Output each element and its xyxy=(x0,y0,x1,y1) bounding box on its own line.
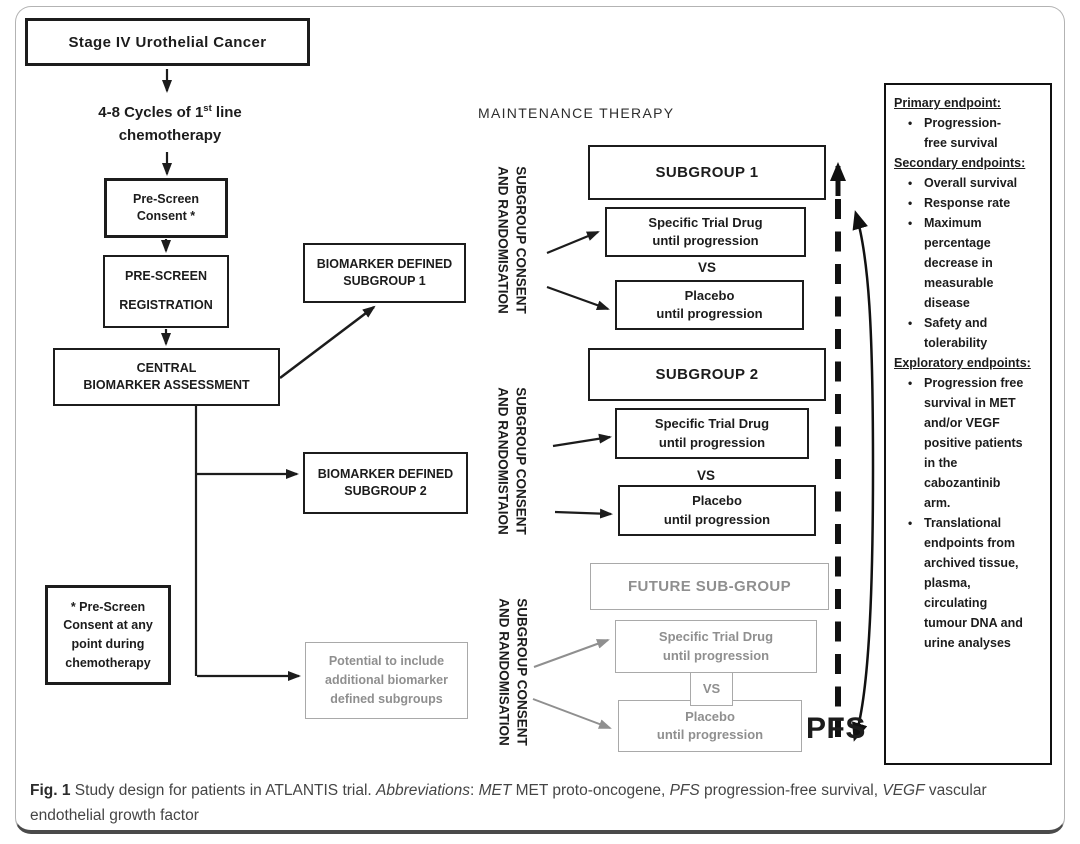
future-drug-box: Specific Trial Drug until progression xyxy=(615,620,817,673)
stage-label: Stage IV Urothelial Cancer xyxy=(68,33,267,51)
registration-box: PRE-SCREEN REGISTRATION xyxy=(103,255,229,328)
caption-body: Study design for patients in ATLANTIS tr… xyxy=(74,782,372,799)
caption-abbreviations-label: Abbreviations xyxy=(376,782,470,799)
arrow-sg1-drug xyxy=(546,230,600,255)
sg1-drug-line2: until progression xyxy=(652,233,759,248)
prescreen-consent-box: Pre-Screen Consent * xyxy=(104,178,228,238)
prescreen-consent-line2: Consent * xyxy=(136,209,196,223)
prescreen-note-box: * Pre-Screen Consent at any point during… xyxy=(45,585,171,685)
endpoint-item: Maximum percentage decrease in measurabl… xyxy=(894,213,1046,313)
biomarker-subgroup1-box: BIOMARKER DEFINED SUBGROUP 1 xyxy=(303,243,466,303)
chemo-line1: 4-8 Cycles of 1st line xyxy=(98,103,242,121)
rot1-line1: SUBGROUP CONSENT xyxy=(513,166,529,314)
subgroup2-placebo-box: Placebo until progression xyxy=(618,485,816,536)
chemo-line2: chemotherapy xyxy=(118,127,222,145)
caption-fig-label: Fig. 1 xyxy=(30,782,71,799)
subgroup1-placebo-box: Placebo until progression xyxy=(615,280,804,330)
sg2-drug-line1: Specific Trial Drug xyxy=(654,416,770,432)
future-drug-line1: Specific Trial Drug xyxy=(658,629,774,645)
caption-vegf-abbr: VEGF xyxy=(882,782,925,799)
future-vs-box: VS xyxy=(690,672,733,706)
subgroup1-drug-box: Specific Trial Drug until progression xyxy=(605,207,806,257)
sg1-drug-line1: Specific Trial Drug xyxy=(648,214,763,230)
endpoint-item: Safety and tolerability xyxy=(894,313,1046,353)
arrow-sg1-placebo xyxy=(546,285,610,311)
endpoint-item: Response rate xyxy=(894,193,1046,213)
bds2-line1: BIOMARKER DEFINED xyxy=(317,466,454,481)
future-placebo-box: Placebo until progression xyxy=(618,700,802,752)
bds1-line1: BIOMARKER DEFINED xyxy=(316,256,453,271)
sg1-placebo-line2: until progression xyxy=(656,306,763,321)
exploratory-endpoints-heading: Exploratory endpoints: xyxy=(894,356,1031,370)
sg2-drug-line2: until progression xyxy=(658,434,766,450)
sg2-vs-label: VS xyxy=(697,468,716,483)
arrow-future-placebo xyxy=(532,698,612,729)
endpoint-item: Progression-free survival xyxy=(894,113,1046,153)
subgroup2-drug-box: Specific Trial Drug until progression xyxy=(615,408,809,459)
subgroup2-title-box: SUBGROUP 2 xyxy=(588,348,826,401)
endpoint-item: Translational endpoints from archived ti… xyxy=(894,513,1046,653)
central-line2: BIOMARKER ASSESSMENT xyxy=(83,378,250,392)
maintenance-therapy-title: MAINTENANCE THERAPY xyxy=(478,105,675,121)
chemo-text: 4-8 Cycles of 1st line chemotherapy xyxy=(75,101,265,148)
endpoint-item: Overall survival xyxy=(894,173,1046,193)
caption-met-abbr: MET xyxy=(478,782,512,799)
rot1-line2: AND RANDOMISATION xyxy=(496,166,511,314)
future-subgroup-title-box: FUTURE SUB-GROUP xyxy=(590,563,829,610)
caption-met-def: MET proto-oncogene, xyxy=(515,782,666,799)
endpoints-panel: Primary endpoint: Progression-free survi… xyxy=(884,83,1052,765)
bds1-line2: SUBGROUP 1 xyxy=(343,274,426,288)
arrow-central-to-subgroup1 xyxy=(279,305,376,379)
caption-colon: : xyxy=(469,782,475,799)
caption-vegf-def: vascular endothelial growth factor xyxy=(30,782,987,824)
caption-pfs-def: progression-free survival, xyxy=(704,782,879,799)
brace-arrow xyxy=(852,210,875,742)
sg2-placebo-line2: until progression xyxy=(663,511,771,527)
rot2-line2: AND RANDOMISTAION xyxy=(496,387,511,535)
rotated-label-randomisation-3: SUBGROUP CONSENT AND RANDOMISATION xyxy=(495,598,530,746)
sg1-vs-label: VS xyxy=(698,260,717,275)
sg2-placebo-line1: Placebo xyxy=(692,493,742,509)
future-placebo-line2: until progression xyxy=(656,727,764,742)
caption-pfs-abbr: PFS xyxy=(669,782,700,799)
registration-line2: REGISTRATION xyxy=(119,298,213,313)
rot3-line1: SUBGROUP CONSENT xyxy=(514,598,530,746)
figure-frame xyxy=(15,6,1065,834)
rot2-line1: SUBGROUP CONSENT xyxy=(513,387,529,535)
arrow-future-drug xyxy=(533,639,610,668)
secondary-endpoints-heading: Secondary endpoints: xyxy=(894,156,1026,170)
primary-endpoint-heading: Primary endpoint: xyxy=(894,96,1001,110)
arrow-sg2-drug xyxy=(552,433,612,448)
future-drug-line2: until progression xyxy=(662,647,770,663)
central-line1: CENTRAL xyxy=(136,360,197,375)
registration-line1: PRE-SCREEN xyxy=(125,269,207,284)
stage-box: Stage IV Urothelial Cancer xyxy=(25,18,310,66)
potential-subgroups-text: Potential to include additional biomarke… xyxy=(325,654,448,706)
chemo-superscript: st xyxy=(203,103,212,114)
central-biomarker-box: CENTRAL BIOMARKER ASSESSMENT xyxy=(53,348,280,406)
prescreen-note-text: * Pre-Screen Consent at any point during… xyxy=(63,599,153,670)
arrow-sg2-placebo xyxy=(554,508,613,519)
subgroup1-title-box: SUBGROUP 1 xyxy=(588,145,826,200)
rotated-label-randomisation-2: SUBGROUP CONSENT AND RANDOMISTAION xyxy=(494,387,529,535)
prescreen-consent-line1: Pre-Screen xyxy=(132,191,199,206)
rot3-line2: AND RANDOMISATION xyxy=(497,598,512,746)
bds2-line2: SUBGROUP 2 xyxy=(344,484,427,498)
rotated-label-randomisation-1: SUBGROUP CONSENT AND RANDOMISATION xyxy=(494,166,529,314)
pfs-label: PFS xyxy=(806,712,866,745)
biomarker-subgroup2-box: BIOMARKER DEFINED SUBGROUP 2 xyxy=(303,452,468,514)
potential-subgroups-box: Potential to include additional biomarke… xyxy=(305,642,468,719)
sg1-placebo-line1: Placebo xyxy=(684,287,735,303)
future-placebo-line1: Placebo xyxy=(685,708,735,724)
endpoint-item: Progression free survival in MET and/or … xyxy=(894,373,1046,513)
figure-caption: Fig. 1 Study design for patients in ATLA… xyxy=(30,779,1062,829)
